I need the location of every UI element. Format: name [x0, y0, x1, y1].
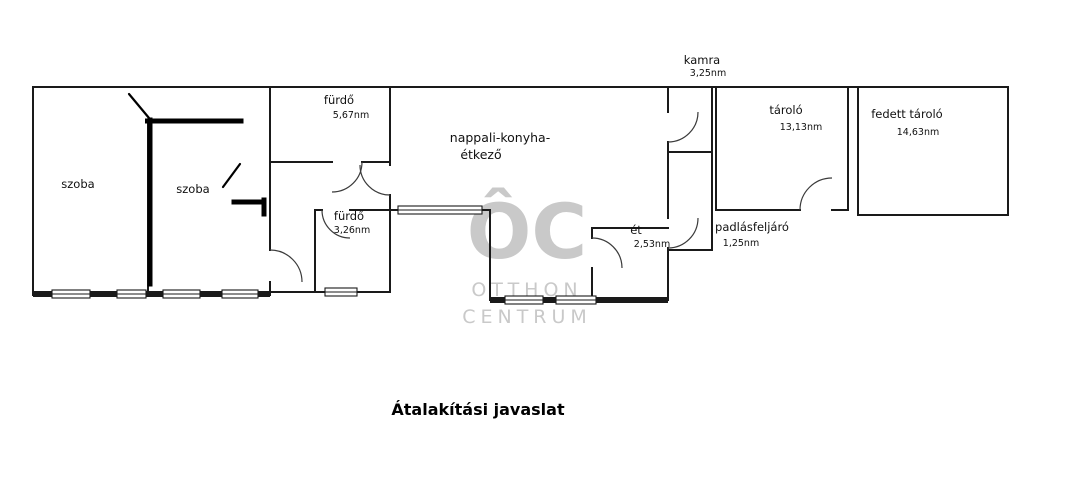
label-furdo-small: fürdő	[334, 209, 364, 223]
door-arc-padlasfeljaro	[667, 217, 699, 249]
modification-door-swing-mid	[221, 162, 242, 189]
modification-door-swing-top	[127, 92, 151, 120]
door-arc-tarolo	[799, 177, 833, 211]
label-szoba-left: szoba	[61, 177, 94, 191]
area-tarolo: 13,13nm	[780, 122, 822, 133]
door-arc-nappali-west	[359, 164, 391, 196]
door-arc-furdo-top	[331, 161, 363, 193]
door-arc-etkezo	[591, 237, 623, 269]
windows	[51, 205, 597, 305]
watermark-logo: ÔC	[467, 186, 587, 276]
label-fedett-tarolo: fedett tároló	[871, 107, 942, 121]
area-furdo-small: 3,26nm	[334, 225, 370, 236]
modification-lines	[127, 92, 267, 287]
label-tarolo: tároló	[769, 103, 802, 117]
label-nappali-line2: étkező	[460, 147, 501, 162]
area-padlasfeljaro: 1,25nm	[723, 238, 759, 249]
area-etkezo: 2,53nm	[634, 239, 670, 250]
area-kamra: 3,25nm	[690, 68, 726, 79]
label-kamra: kamra	[684, 53, 720, 67]
watermark-line1: OTTHON	[471, 279, 582, 301]
label-etkezo: ét	[630, 223, 642, 237]
label-padlasfeljaro: padlásfeljáró	[715, 220, 789, 234]
page-title: Átalakítási javaslat	[391, 400, 565, 419]
door-arcs	[269, 111, 833, 283]
label-furdo-top: fürdő	[324, 93, 354, 107]
door-arc-furdo-small	[321, 209, 351, 239]
area-fedett-tarolo: 14,63nm	[897, 127, 939, 138]
area-furdo-top: 5,67nm	[333, 110, 369, 121]
label-szoba-right: szoba	[176, 182, 209, 196]
room-labels: szoba szoba fürdő 5,67nm nappali-konyha-…	[61, 53, 942, 250]
door-arc-kamra	[667, 111, 699, 143]
watermark-line2: CENTRUM	[462, 306, 592, 328]
label-nappali-line1: nappali-konyha-	[450, 130, 550, 145]
watermark-otthon-centrum: ÔC OTTHON CENTRUM	[462, 186, 592, 328]
door-arc-hall	[269, 249, 303, 283]
